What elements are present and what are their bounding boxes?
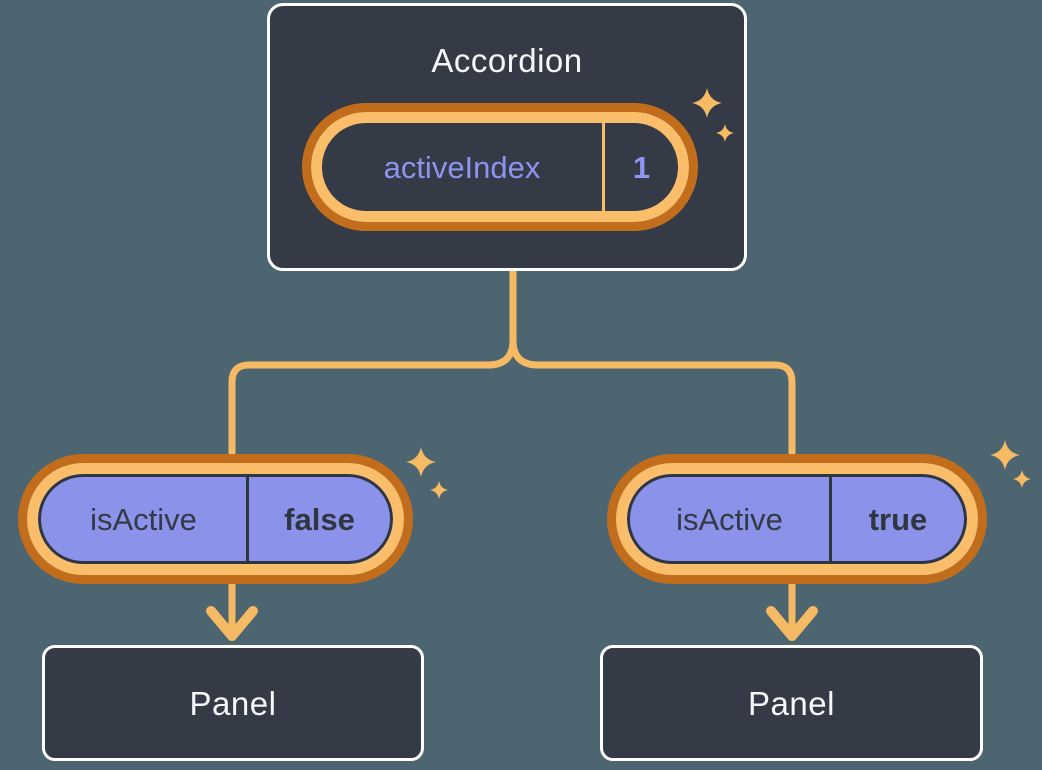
state-pill: activeIndex 1 <box>302 103 698 231</box>
prop-value: true <box>868 501 928 537</box>
prop-pill-isactive-true: isActive true <box>607 454 987 584</box>
panel-component-node-left: Panel <box>42 645 424 761</box>
sparkle-icon <box>430 481 448 499</box>
panel-label: Panel <box>748 684 835 722</box>
accordion-label: Accordion <box>431 42 583 79</box>
prop-pill-inner: isActive false <box>38 474 393 564</box>
sparkle-icon <box>716 124 734 142</box>
pill-divider <box>829 477 832 561</box>
prop-value: false <box>284 501 355 537</box>
pill-divider <box>602 123 605 211</box>
sparkle-icon <box>990 440 1020 470</box>
prop-name: isActive <box>676 501 783 537</box>
panel-component-node-right: Panel <box>600 645 983 761</box>
panel-label: Panel <box>189 684 277 722</box>
prop-name: isActive <box>90 501 197 537</box>
sparkle-icon <box>1013 470 1031 488</box>
sparkle-icon <box>406 447 436 477</box>
state-value: 1 <box>632 149 651 185</box>
arrowhead-right-icon <box>766 606 818 641</box>
arrowhead-left-icon <box>206 606 258 641</box>
state-name: activeIndex <box>383 149 541 185</box>
connector-branch-right <box>509 268 796 474</box>
pill-divider <box>246 477 249 561</box>
sparkle-icon <box>692 88 722 118</box>
prop-pill-inner: isActive true <box>627 474 967 564</box>
prop-pill-isactive-false: isActive false <box>18 454 413 584</box>
connector-branch-left <box>228 268 517 474</box>
accordion-component-node: Accordion activeIndex 1 <box>267 3 747 271</box>
state-pill-inner: activeIndex 1 <box>311 112 689 222</box>
